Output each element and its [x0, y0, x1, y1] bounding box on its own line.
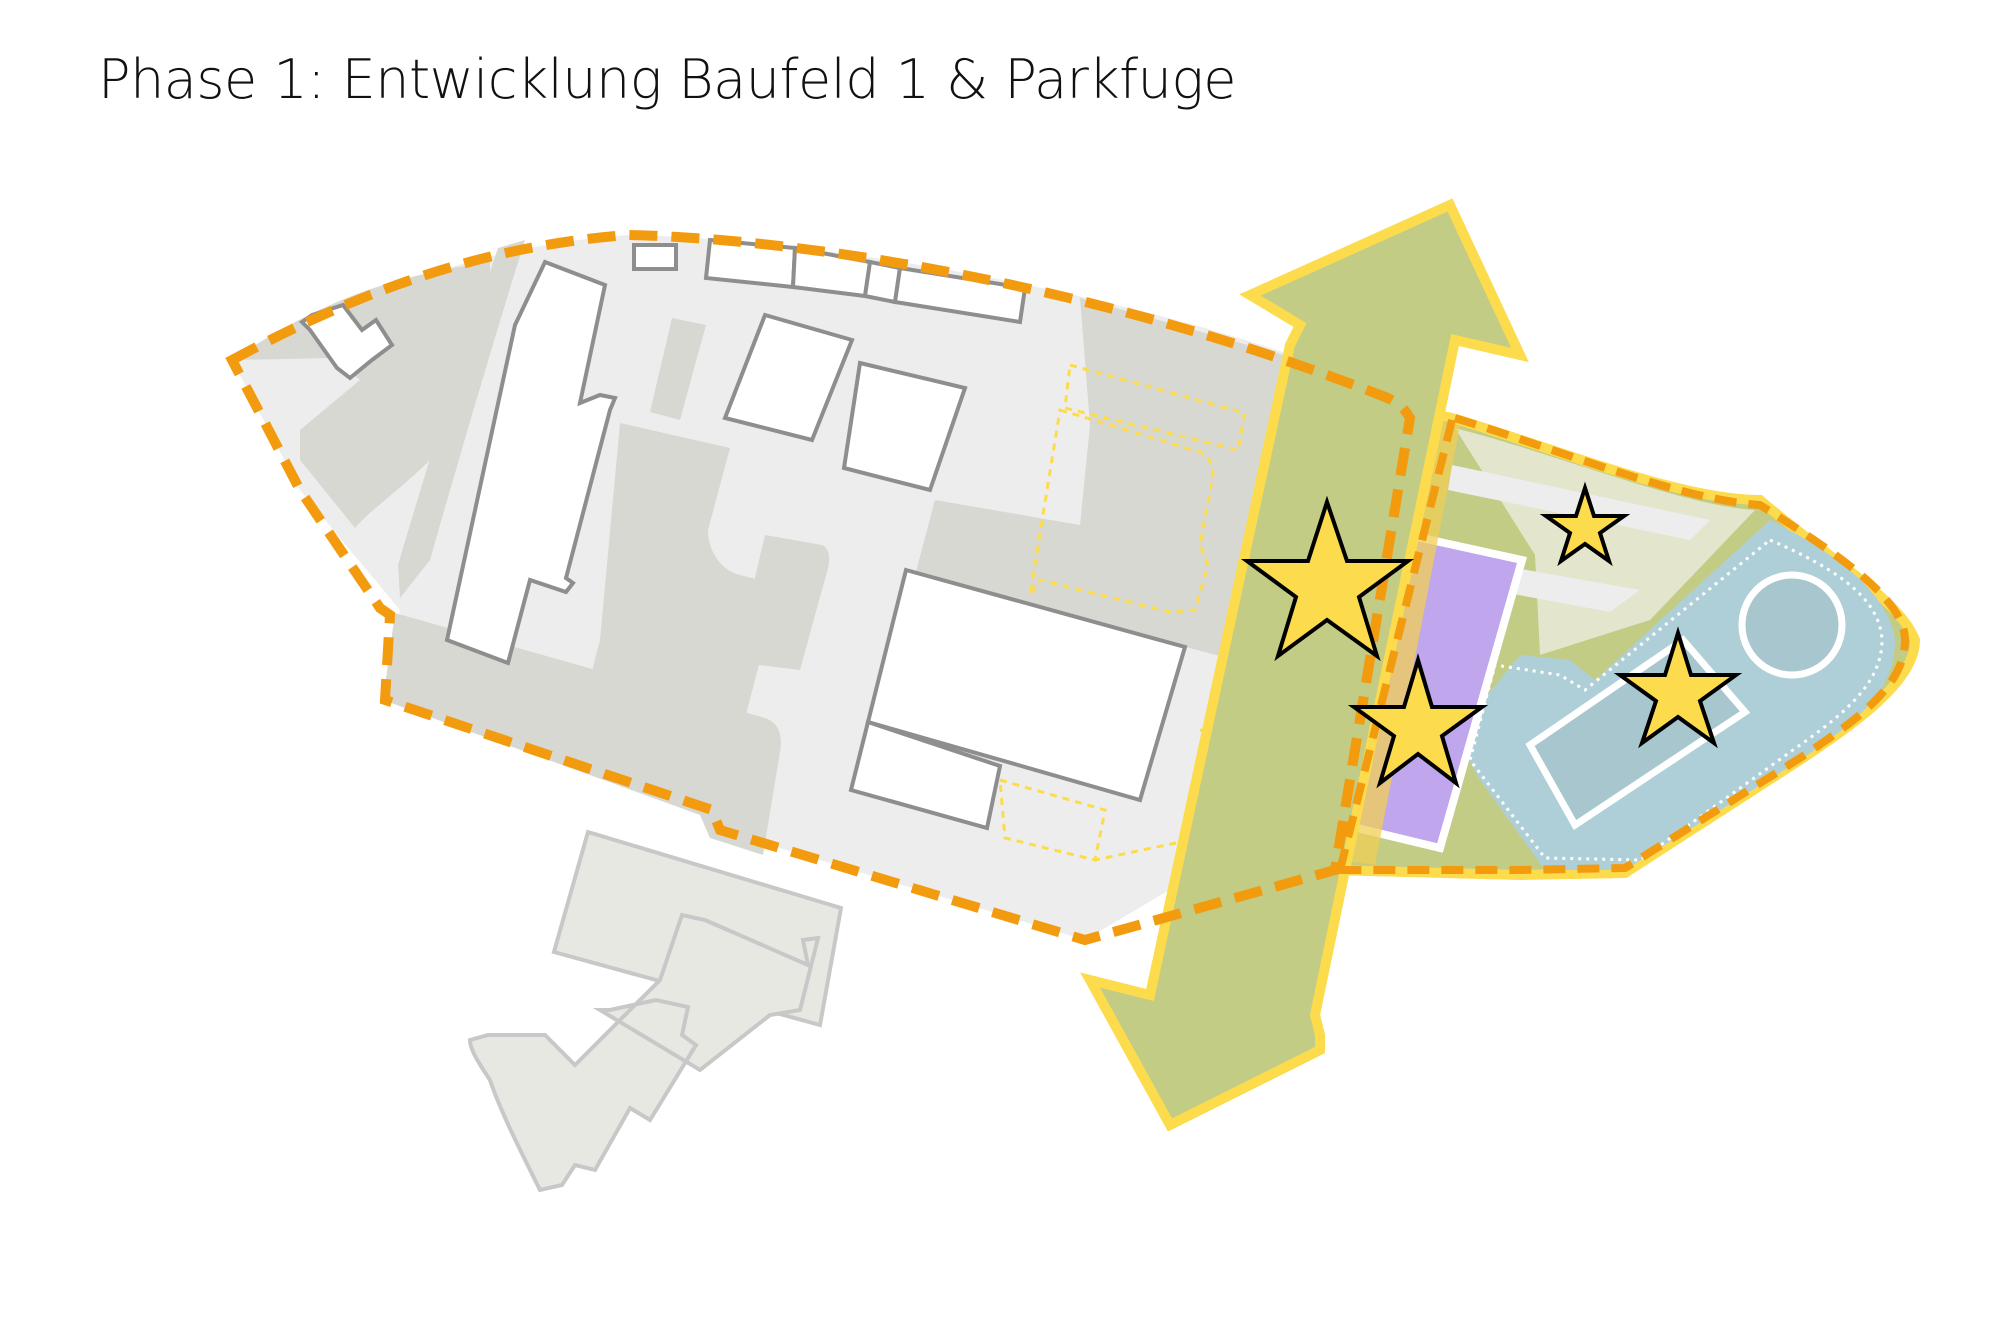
vegetation-south-strip	[383, 613, 781, 855]
building-villa	[298, 302, 395, 381]
vegetation-block-center-west	[585, 423, 774, 745]
vegetation-lot-north	[650, 318, 706, 420]
site-boundary-phase1	[1335, 414, 1910, 874]
site-boundary-divider	[1336, 419, 1456, 871]
planned-building-courtyard	[1028, 408, 1215, 614]
vegetation-patch-nw	[232, 262, 490, 528]
star-icon	[1539, 481, 1631, 567]
outside-lot-irregular	[467, 912, 821, 1193]
page-title: Phase 1: Entwicklung Baufeld 1 & Parkfug…	[98, 48, 1237, 111]
building-block-a	[722, 312, 855, 443]
building-long-slab	[444, 259, 618, 666]
planned-buildings	[998, 363, 1247, 862]
main-site-area	[232, 235, 1323, 940]
key-location-stars	[1240, 481, 1743, 789]
building-block-c-large	[865, 567, 1188, 803]
star-icon	[1613, 626, 1743, 749]
building-north-small	[632, 243, 678, 271]
vegetation-east-planned	[915, 298, 1323, 660]
building-block-b	[841, 360, 968, 493]
site-boundary-main	[225, 229, 1416, 946]
vegetation-strip-west	[398, 240, 525, 598]
star-icon	[1240, 495, 1415, 662]
star-icon	[1347, 652, 1489, 789]
building-block-d	[848, 719, 1003, 831]
water-pool-circle	[1738, 571, 1846, 679]
vegetation-lot-middle	[735, 535, 830, 670]
planned-building-north	[1063, 363, 1247, 452]
parkfuge-double-arrow	[1080, 198, 1529, 1132]
outside-lots	[467, 829, 844, 1193]
